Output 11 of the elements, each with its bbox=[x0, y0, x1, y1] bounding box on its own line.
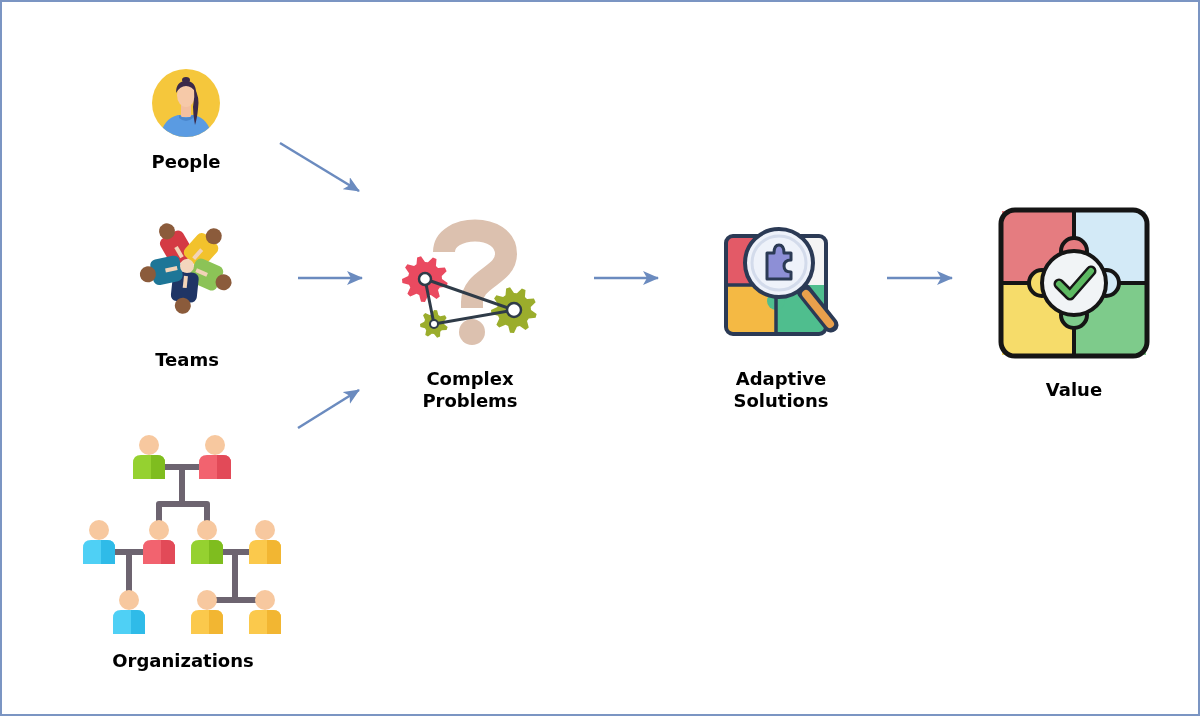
arrow bbox=[594, 271, 659, 285]
node-label: Organizations bbox=[112, 650, 254, 672]
node-label: People bbox=[151, 151, 221, 173]
node-label: Teams bbox=[155, 349, 219, 371]
arrow bbox=[298, 271, 363, 285]
node-label: Complex Problems bbox=[421, 368, 519, 412]
node-label: Value bbox=[1045, 379, 1103, 401]
arrow bbox=[297, 388, 360, 430]
arrow bbox=[279, 141, 360, 193]
node-label: Adaptive Solutions bbox=[732, 368, 830, 412]
arrow bbox=[887, 271, 953, 285]
